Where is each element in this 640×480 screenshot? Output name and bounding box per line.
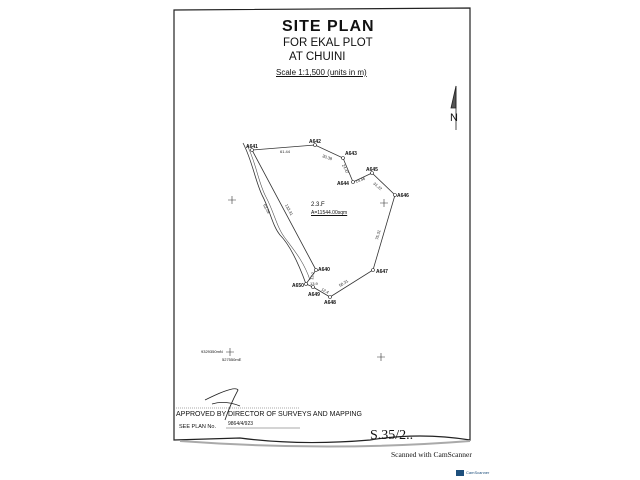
- beacon-label: A647: [376, 269, 388, 275]
- area-label: A=11544.00sqm: [311, 210, 348, 216]
- distance-label: 75.31: [374, 229, 382, 241]
- distance-label: 63.09: [262, 203, 271, 215]
- distance-label: 133.31: [284, 203, 295, 217]
- approval-text: APPROVED BY DIRECTOR OF SURVEYS AND MAPP…: [176, 411, 362, 418]
- signature: [204, 388, 241, 421]
- page-title: SITE PLAN: [282, 18, 375, 35]
- north-arrow-icon: [450, 85, 457, 109]
- beacon-label: A649: [308, 292, 320, 298]
- page-border: [173, 7, 471, 444]
- parcel-boundary: [251, 144, 396, 298]
- subtitle-plot: FOR EKAL PLOT: [283, 37, 373, 49]
- beacon-label: A644: [337, 181, 349, 187]
- beacon-labels: A641 A642 A643 A644 A645 A646 A647 A648 …: [246, 139, 409, 306]
- distance-labels: 61.44 30.38 24.47 19.46 31.22 75.31 50.3…: [262, 149, 384, 295]
- distance-label: 12.4: [321, 287, 331, 296]
- beacon-label: A646: [397, 193, 409, 199]
- distance-label: 13.9: [310, 281, 319, 286]
- distance-label: 12.2: [309, 271, 315, 280]
- grid-crosses: [226, 196, 388, 361]
- see-plan-label: SEE PLAN No.: [179, 424, 216, 430]
- beacon-label: A650: [292, 283, 304, 289]
- logo-text: CamScanner: [466, 470, 490, 475]
- beacon-label: A640: [318, 267, 330, 273]
- distance-label: 50.31: [338, 278, 350, 288]
- parcel-label: 2.3.F: [311, 202, 325, 208]
- north-label: N: [450, 112, 458, 124]
- beacon-label: A648: [324, 300, 336, 306]
- irregular-boundary: [242, 142, 307, 285]
- beacon-label: A645: [366, 167, 378, 173]
- handwritten-reference: S.35/2..: [370, 428, 414, 443]
- distance-label: 31.22: [372, 181, 383, 192]
- scale-label: Scale 1:1,500 (units in m): [276, 68, 367, 77]
- beacon-points: [250, 143, 397, 299]
- beacon-label: A643: [345, 151, 357, 157]
- page-bottom-shadow: [179, 440, 471, 448]
- subtitle-location: AT CHUINI: [289, 51, 346, 63]
- easting-label: 527550mE: [222, 357, 242, 362]
- see-plan-number: 9864/4/923: [228, 421, 254, 427]
- beacon-label: A642: [309, 139, 321, 145]
- distance-label: 24.47: [341, 163, 350, 175]
- northing-label: 9329350mN: [201, 349, 223, 354]
- distance-label: 30.38: [322, 153, 334, 161]
- distance-label: 19.46: [355, 176, 367, 184]
- distance-label: 61.44: [280, 149, 291, 154]
- beacon-label: A641: [246, 144, 258, 150]
- scanner-footer: Scanned with CamScanner: [391, 450, 472, 459]
- camscanner-logo-icon: [456, 470, 464, 476]
